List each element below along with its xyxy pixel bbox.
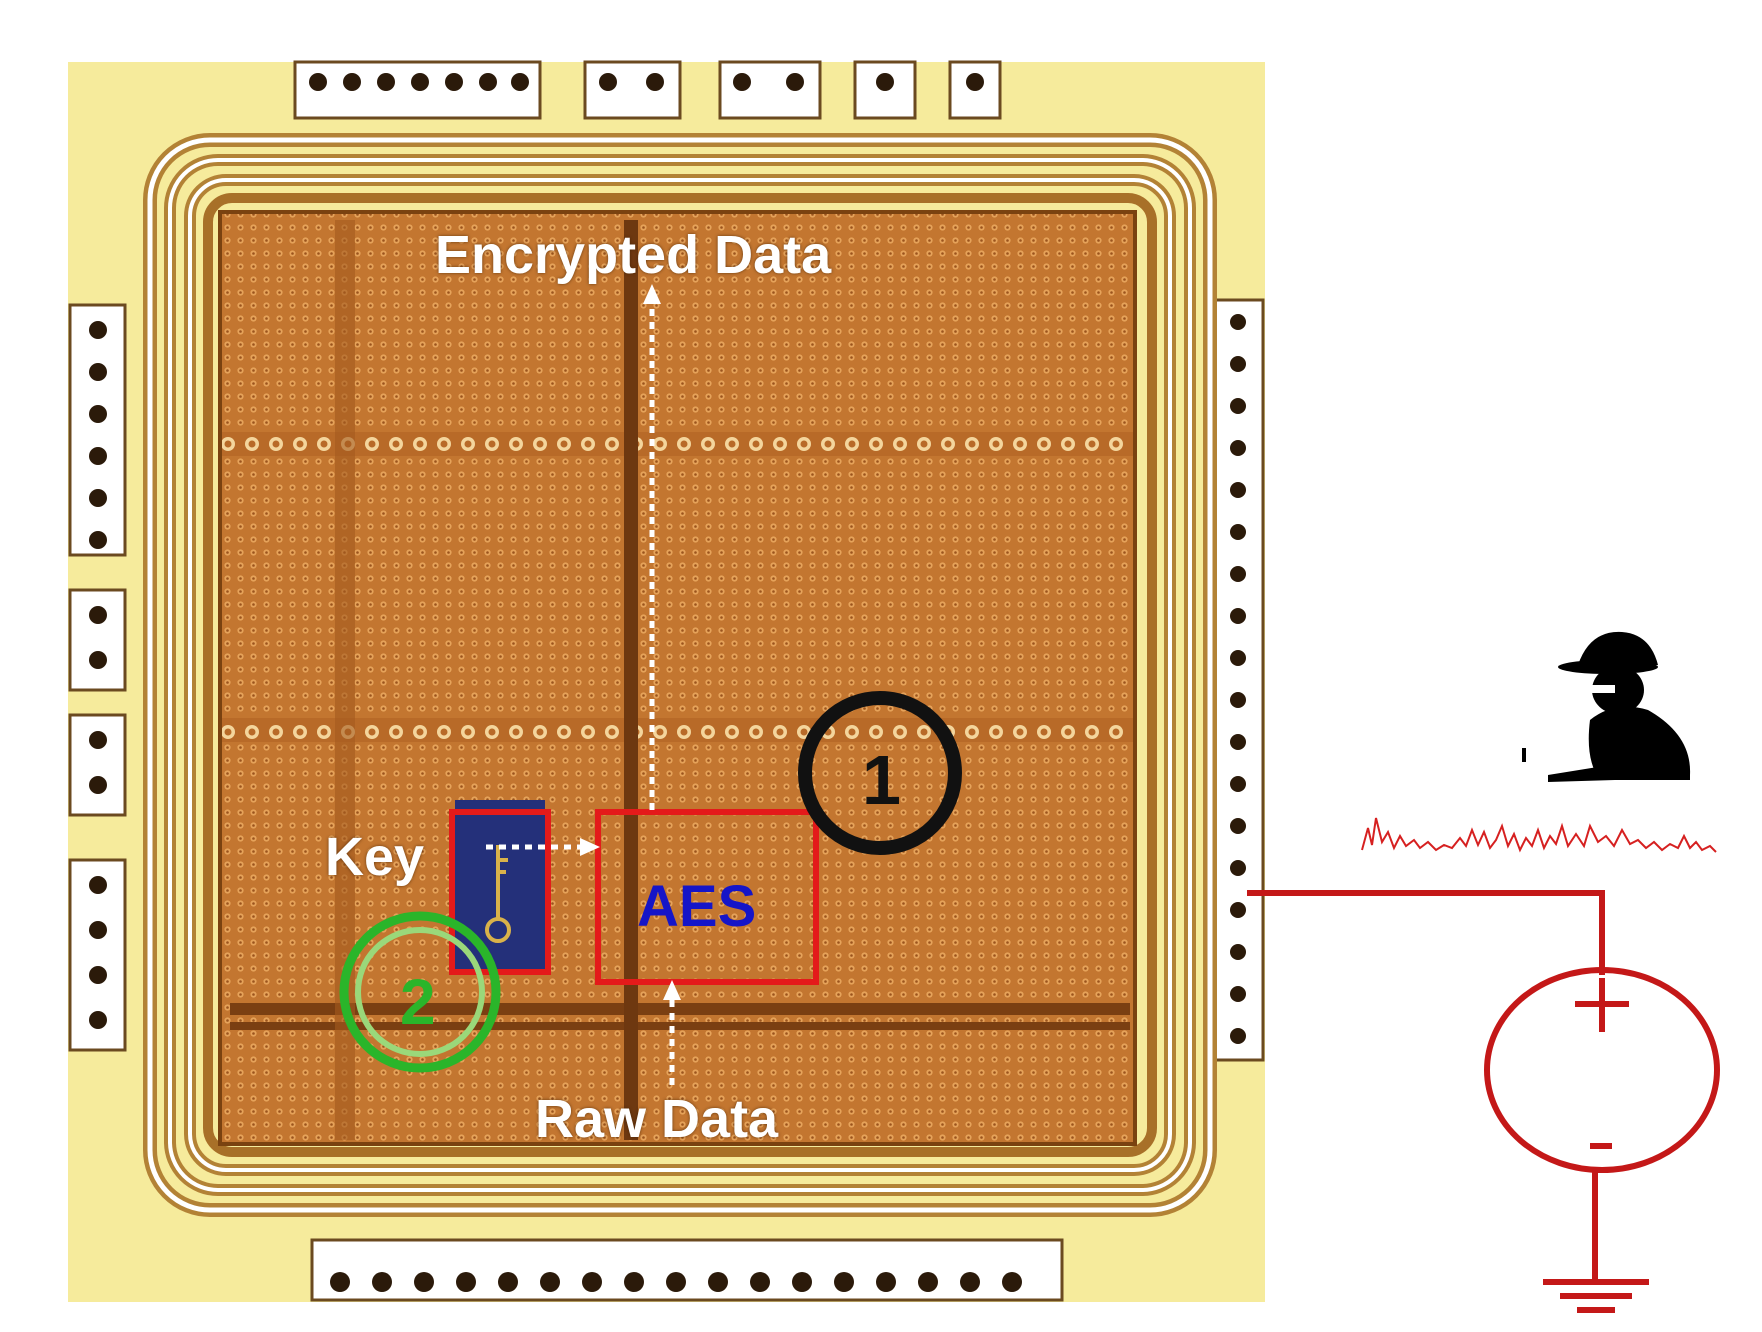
bond-wires-bottom [330,1272,1022,1292]
voltage-source-icon [1484,967,1720,1173]
vertical-bus [624,220,638,1140]
key-label: Key [325,827,425,887]
marker-2-circle [339,911,501,1073]
data-flow-arrows [486,302,675,1085]
ground-icon [1543,1279,1649,1313]
bond-wires-left [89,321,107,1029]
marker-1-circle [798,691,962,855]
key-storage-block [449,800,551,975]
bond-wires-top [309,73,984,91]
hacker-icon [1522,631,1691,782]
vertical-bus-left [335,220,355,1140]
bus-row-3 [230,1003,1130,1015]
chip-die [218,210,1137,1146]
bond-pads-bottom [310,1238,1064,1302]
aes-highlight-box [595,809,819,985]
die-core [218,210,1137,1146]
key-highlight-box [449,809,551,975]
marker-1-label: 1 [862,741,901,819]
power-circuit [1247,890,1720,1282]
aes-label: AES [637,874,757,939]
arrow-heads [580,284,681,1000]
bus-row-1 [222,432,1133,456]
bond-pads-top [293,60,1002,120]
raw-data-label: Raw Data [535,1089,779,1149]
bus-row-2 [222,718,1133,742]
raw-data-arrowhead [663,980,681,1000]
bond-wires-right [1230,314,1246,1044]
bus-row-4 [230,1022,1130,1030]
supply-wire [1247,890,1605,975]
marker-2-inner-circle [355,927,485,1057]
key-arrowhead [580,838,600,856]
encrypted-data-label: Encrypted Data [435,225,832,285]
bond-pads-right [1208,298,1265,1062]
metal-rings [143,133,1217,1217]
power-trace-waveform [1361,817,1717,853]
key-icon [485,845,511,943]
encrypted-data-arrowhead [643,284,661,304]
marker-2-label: 2 [400,966,436,1038]
hacker-glasses [1585,685,1615,693]
